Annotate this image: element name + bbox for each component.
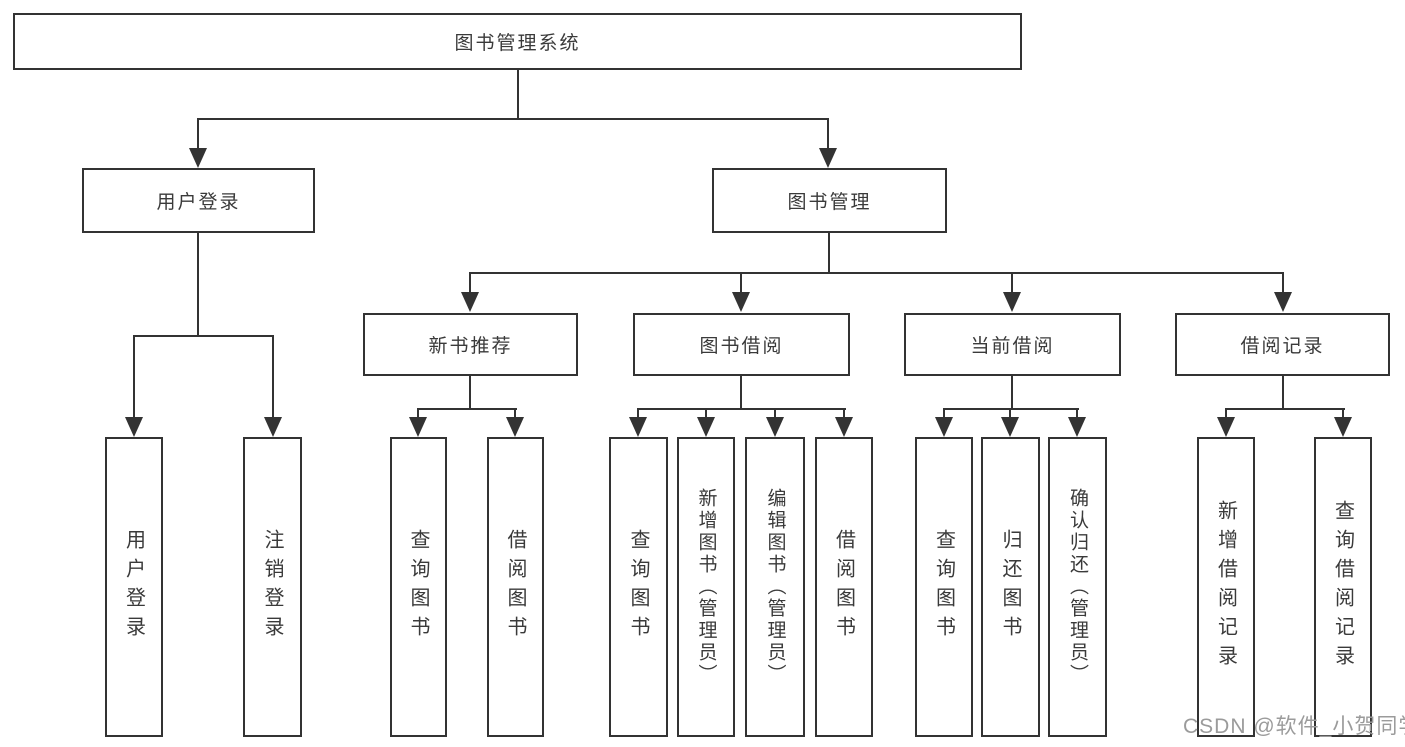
arrow-head-icon <box>264 417 282 437</box>
connector-line <box>638 408 846 410</box>
node-root: 图书管理系统 <box>13 13 1022 70</box>
node-book-borrow-label: 图书借阅 <box>699 336 784 357</box>
leaf-borrow-books-rec-label: 借阅图书 <box>504 529 526 645</box>
leaf-borrow-books: 借阅图书 <box>815 437 873 737</box>
leaf-query-books: 查询图书 <box>609 437 668 737</box>
leaf-add-borrow-record-label: 新增借阅记录 <box>1214 500 1237 674</box>
node-user-login: 用户登录 <box>82 168 315 233</box>
watermark: CSDN @软件_小贺同学 <box>1183 715 1405 738</box>
arrow-head-icon <box>1001 417 1019 437</box>
connector-line <box>134 335 274 337</box>
node-new-book-rec-label: 新书推荐 <box>428 336 513 357</box>
leaf-borrow-books-rec: 借阅图书 <box>487 437 544 737</box>
node-book-mgmt-label: 图书管理 <box>787 192 872 213</box>
connector-line <box>197 233 199 337</box>
leaf-confirm-return-admin-label: 确认归还（管理员） <box>1067 488 1088 686</box>
arrow-shaft <box>827 118 829 150</box>
arrow-head-icon <box>766 417 784 437</box>
connector-line <box>1011 376 1013 410</box>
leaf-query-books-current: 查询图书 <box>915 437 973 737</box>
arrow-head-icon <box>1334 417 1352 437</box>
connector-line <box>1282 376 1284 410</box>
node-book-borrow: 图书借阅 <box>633 313 850 376</box>
arrow-head-icon <box>732 292 750 312</box>
leaf-user-login: 用户登录 <box>105 437 163 737</box>
arrow-head-icon <box>629 417 647 437</box>
connector-line <box>517 70 519 120</box>
arrow-head-icon <box>819 148 837 168</box>
node-new-book-rec: 新书推荐 <box>363 313 578 376</box>
arrow-shaft <box>1342 408 1344 419</box>
arrow-shaft <box>1282 272 1284 294</box>
arrow-shaft <box>637 408 639 419</box>
leaf-query-books-rec-label: 查询图书 <box>407 529 429 645</box>
connector-line <box>469 376 471 410</box>
connector-line <box>828 233 830 274</box>
leaf-add-borrow-record: 新增借阅记录 <box>1197 437 1255 737</box>
arrow-shaft <box>1011 272 1013 294</box>
leaf-edit-books-admin: 编辑图书（管理员） <box>745 437 805 737</box>
node-root-label: 图书管理系统 <box>454 33 581 54</box>
arrow-shaft <box>417 408 419 419</box>
arrow-head-icon <box>409 417 427 437</box>
leaf-logout: 注销登录 <box>243 437 302 737</box>
connector-line <box>944 408 1079 410</box>
arrow-head-icon <box>935 417 953 437</box>
node-borrow-records-label: 借阅记录 <box>1240 336 1325 357</box>
arrow-shaft <box>843 408 845 419</box>
arrow-head-icon <box>506 417 524 437</box>
arrow-shaft <box>740 272 742 294</box>
arrow-head-icon <box>1003 292 1021 312</box>
arrow-head-icon <box>835 417 853 437</box>
arrow-shaft <box>1076 408 1078 419</box>
connector-line <box>198 118 829 120</box>
arrow-head-icon <box>1068 417 1086 437</box>
arrow-shaft <box>469 272 471 294</box>
arrow-shaft <box>1225 408 1227 419</box>
connector-line <box>470 272 1284 274</box>
arrow-head-icon <box>461 292 479 312</box>
leaf-return-books: 归还图书 <box>981 437 1040 737</box>
leaf-edit-books-admin-label: 编辑图书（管理员） <box>764 488 786 686</box>
node-current-borrow-label: 当前借阅 <box>970 336 1055 357</box>
leaf-add-books-admin-label: 新增图书（管理员） <box>695 488 717 686</box>
arrow-shaft <box>514 408 516 419</box>
arrow-head-icon <box>697 417 715 437</box>
leaf-confirm-return-admin: 确认归还（管理员） <box>1048 437 1107 737</box>
leaf-return-books-label: 归还图书 <box>999 529 1021 645</box>
connector-line <box>1226 408 1345 410</box>
node-user-login-label: 用户登录 <box>156 192 241 213</box>
leaf-user-login-label: 用户登录 <box>122 529 145 645</box>
arrow-shaft <box>133 335 135 419</box>
arrow-head-icon <box>125 417 143 437</box>
arrow-shaft <box>774 408 776 419</box>
leaf-query-books-label: 查询图书 <box>627 529 649 645</box>
leaf-query-borrow-record: 查询借阅记录 <box>1314 437 1372 737</box>
node-book-mgmt: 图书管理 <box>712 168 947 233</box>
arrow-head-icon <box>1217 417 1235 437</box>
leaf-query-books-current-label: 查询图书 <box>932 529 955 645</box>
connector-line <box>418 408 517 410</box>
leaf-logout-label: 注销登录 <box>261 529 283 645</box>
arrow-shaft <box>197 118 199 150</box>
leaf-query-books-rec: 查询图书 <box>390 437 447 737</box>
leaf-borrow-books-label: 借阅图书 <box>832 529 855 645</box>
arrow-shaft <box>705 408 707 419</box>
arrow-shaft <box>272 335 274 419</box>
arrow-head-icon <box>189 148 207 168</box>
arrow-shaft <box>943 408 945 419</box>
arrow-shaft <box>1009 408 1011 419</box>
leaf-query-borrow-record-label: 查询借阅记录 <box>1331 500 1354 674</box>
leaf-add-books-admin: 新增图书（管理员） <box>677 437 735 737</box>
node-current-borrow: 当前借阅 <box>904 313 1121 376</box>
arrow-head-icon <box>1274 292 1292 312</box>
connector-line <box>740 376 742 410</box>
node-borrow-records: 借阅记录 <box>1175 313 1390 376</box>
